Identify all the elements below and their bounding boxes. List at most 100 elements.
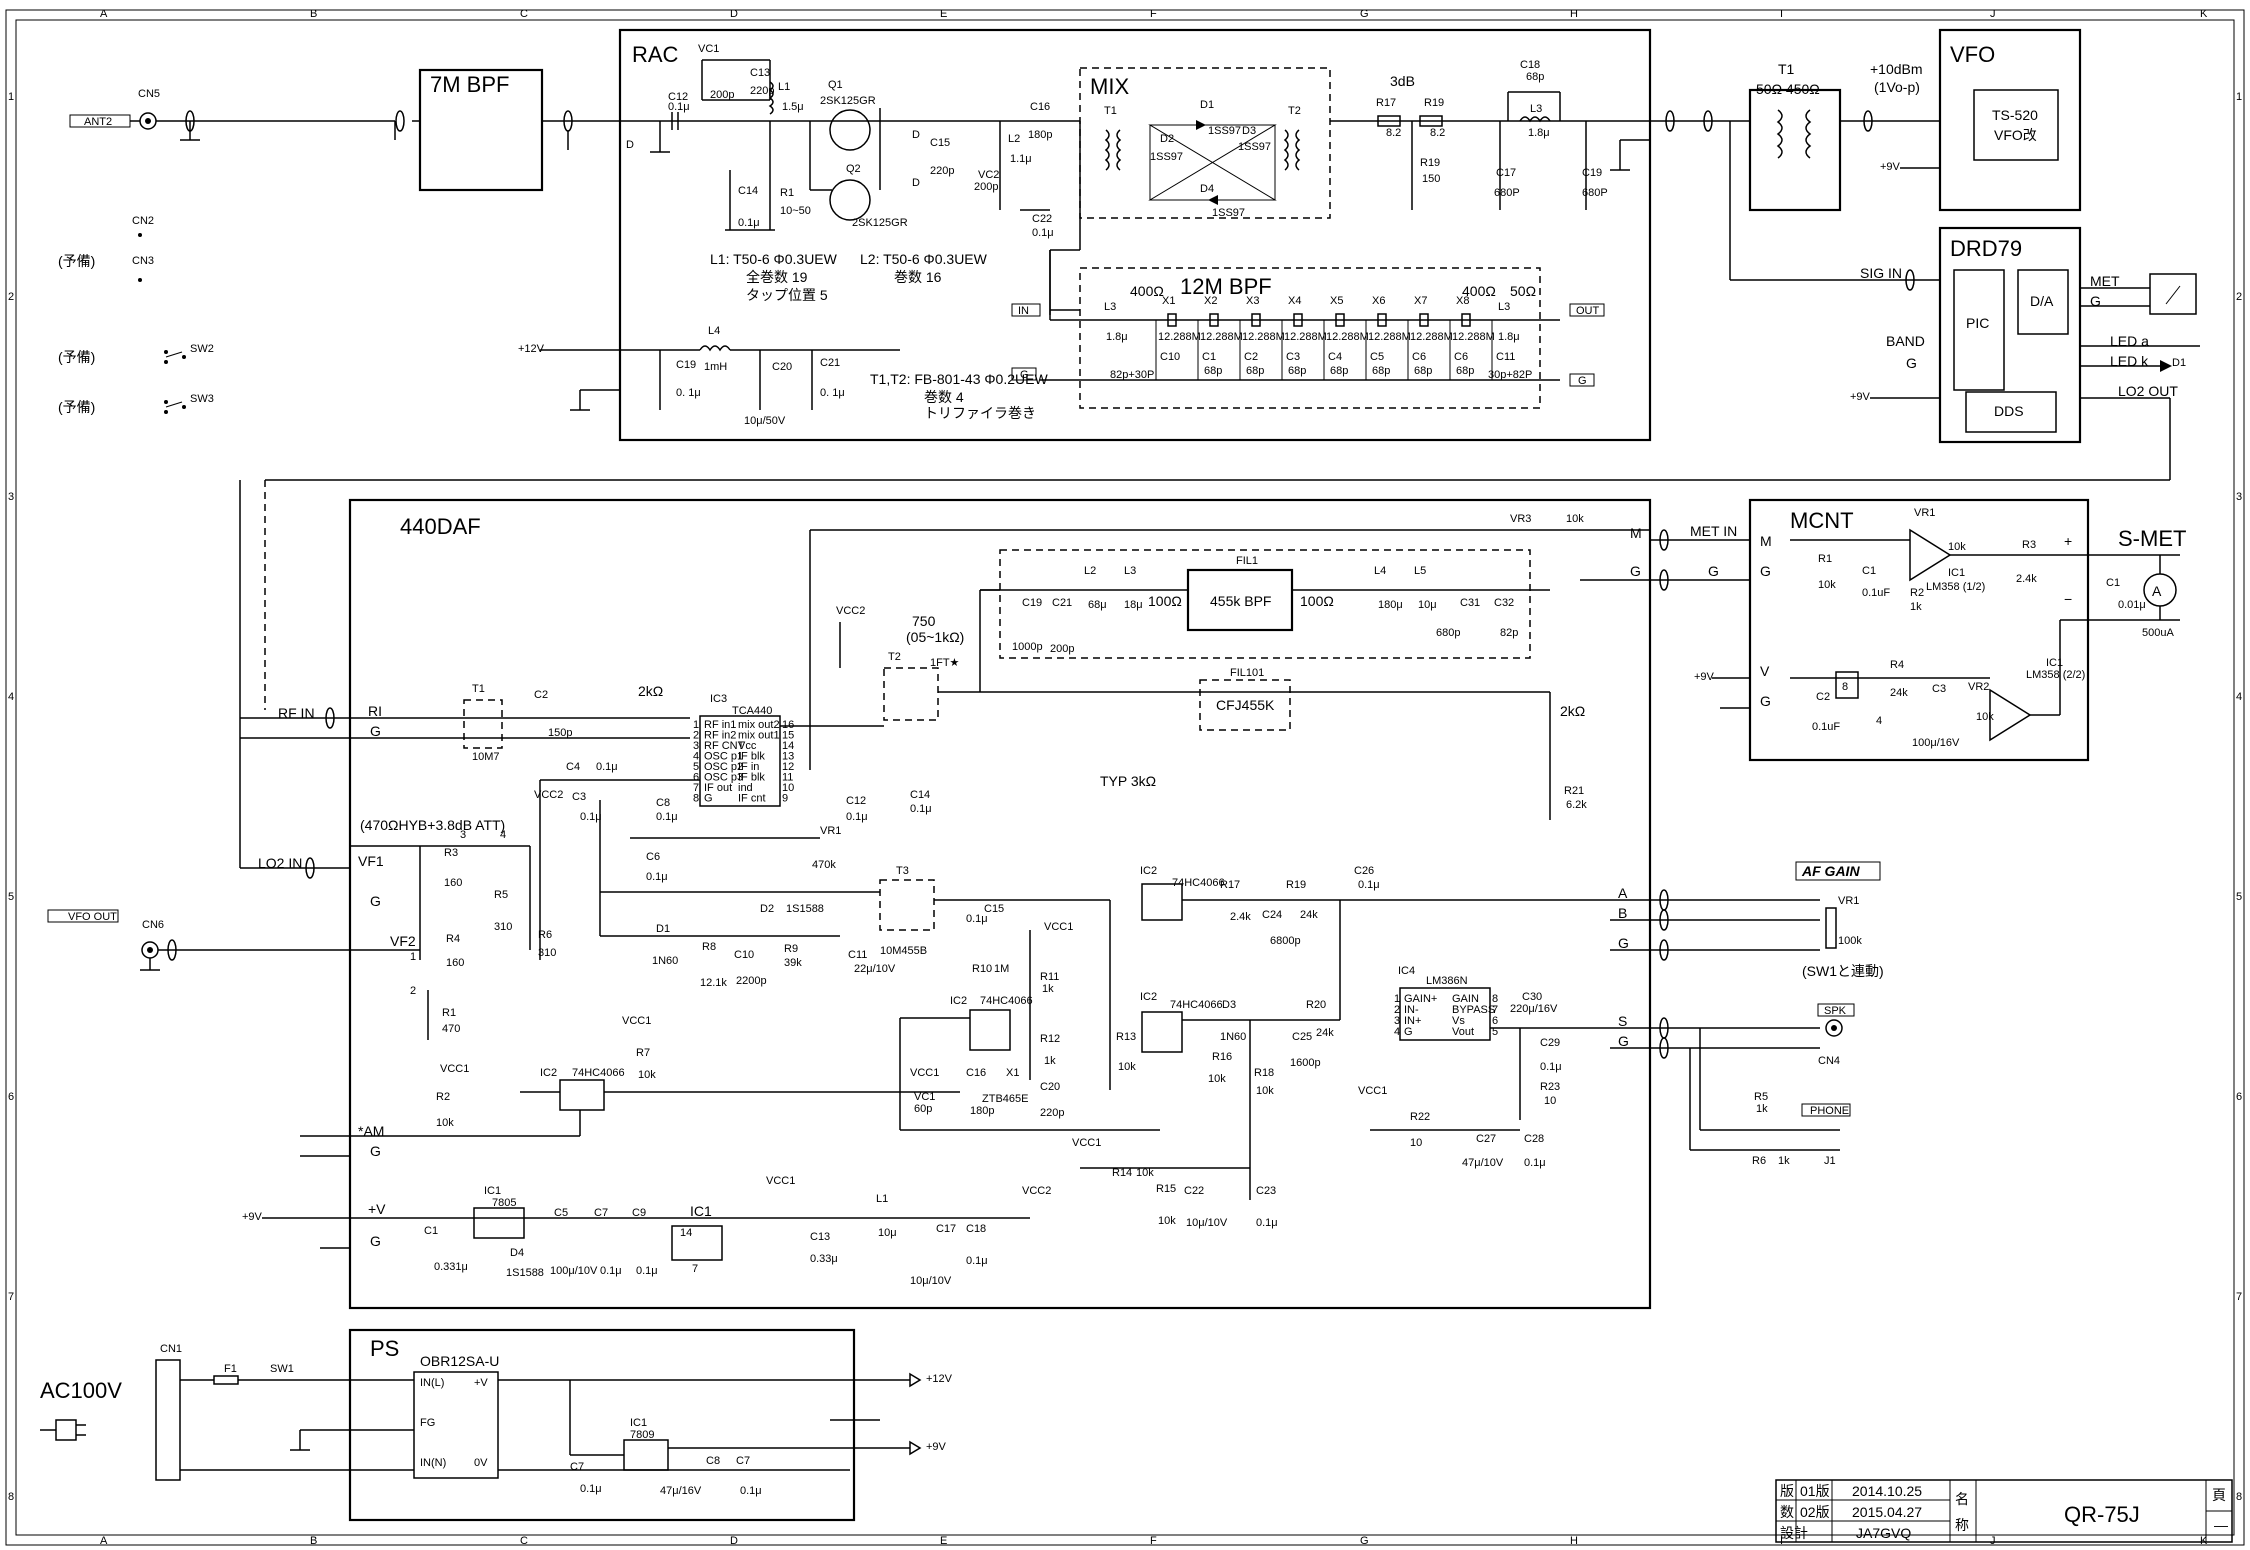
svg-text:82p+30P: 82p+30P bbox=[1110, 369, 1154, 381]
svg-text:C20: C20 bbox=[1040, 1081, 1060, 1093]
ic3-pin-number: 5 bbox=[693, 761, 699, 773]
svg-text:220p: 220p bbox=[930, 165, 954, 177]
cap-label: C11 bbox=[1496, 351, 1515, 363]
svg-text:0. 1μ: 0. 1μ bbox=[676, 387, 701, 399]
svg-text:R4: R4 bbox=[1890, 659, 1904, 671]
svg-text:D3: D3 bbox=[1242, 125, 1256, 137]
cn3-label: CN3 bbox=[132, 255, 154, 267]
svg-text:10k: 10k bbox=[638, 1069, 656, 1081]
svg-text:10k: 10k bbox=[1136, 1167, 1154, 1179]
svg-text:0.1μ: 0.1μ bbox=[1524, 1157, 1546, 1169]
svg-text:10k: 10k bbox=[436, 1117, 454, 1129]
svg-text:MET: MET bbox=[2090, 273, 2120, 289]
svg-text:C15: C15 bbox=[930, 137, 950, 149]
grid-col-label-top: H bbox=[1570, 8, 1578, 20]
svg-text:AF GAIN: AF GAIN bbox=[1801, 863, 1860, 879]
svg-text:2kΩ: 2kΩ bbox=[1560, 703, 1585, 719]
crystal-x6 bbox=[1377, 313, 1387, 327]
grid-col-label-bottom: C bbox=[520, 1535, 528, 1547]
ic3-pin-right: IF blk bbox=[738, 772, 765, 784]
svg-text:VR3: VR3 bbox=[1510, 513, 1531, 525]
svg-text:L2: T50-6 Φ0.3UEW: L2: T50-6 Φ0.3UEW bbox=[860, 251, 988, 267]
svg-text:VCC2: VCC2 bbox=[534, 789, 563, 801]
crystal-x3 bbox=[1251, 313, 1261, 327]
svg-text:VCC1: VCC1 bbox=[1072, 1137, 1101, 1149]
cn4-speaker-jack[interactable] bbox=[1825, 1019, 1843, 1037]
svg-text:0.1μ: 0.1μ bbox=[740, 1485, 762, 1497]
svg-text:1.8μ: 1.8μ bbox=[1106, 331, 1128, 343]
svg-text:3dB: 3dB bbox=[1390, 73, 1415, 89]
svg-text:IN: IN bbox=[1018, 305, 1029, 317]
svg-text:0V: 0V bbox=[474, 1457, 488, 1469]
svg-text:G: G bbox=[1618, 935, 1629, 951]
ic3-pin-left: RF in2 bbox=[704, 730, 736, 742]
rac-title: RAC bbox=[632, 42, 679, 67]
svg-text:C20: C20 bbox=[772, 361, 792, 373]
svg-text:750: 750 bbox=[912, 613, 936, 629]
grid-row-label-left: 2 bbox=[8, 291, 14, 303]
svg-text:30p+82P: 30p+82P bbox=[1488, 369, 1532, 381]
svg-text:L3: L3 bbox=[1498, 301, 1510, 313]
ic3-pin-left: OSC p1 bbox=[704, 751, 743, 763]
svg-text:D1: D1 bbox=[656, 923, 670, 935]
svg-text:CN1: CN1 bbox=[160, 1343, 182, 1355]
title-block: 版 数 01版 2014.10.25 02版 2015.04.27 設計 JA7… bbox=[1775, 1479, 2233, 1543]
left-ports: ANT2 CN5 CN2 (予備) CN3 (予備) SW2 (予備) SW3 … bbox=[47, 88, 405, 971]
svg-text:LM386N: LM386N bbox=[1426, 975, 1468, 987]
t3-455 bbox=[879, 879, 935, 931]
svg-text:0.1μ: 0.1μ bbox=[846, 811, 868, 823]
svg-text:IC2: IC2 bbox=[540, 1067, 557, 1079]
svg-text:R19: R19 bbox=[1286, 879, 1306, 891]
svg-text:A: A bbox=[1618, 885, 1628, 901]
svg-text:C14: C14 bbox=[738, 185, 758, 197]
svg-text:数: 数 bbox=[1780, 1504, 1794, 1520]
svg-text:+12V: +12V bbox=[926, 1373, 953, 1385]
svg-text:1000p: 1000p bbox=[1012, 641, 1043, 653]
svg-text:VCC1: VCC1 bbox=[1358, 1085, 1387, 1097]
svg-text:LM358 (1/2): LM358 (1/2) bbox=[1926, 581, 1985, 593]
svg-text:IC1: IC1 bbox=[630, 1417, 647, 1429]
svg-text:0.1μ: 0.1μ bbox=[1032, 227, 1054, 239]
svg-text:X1: X1 bbox=[1006, 1067, 1019, 1079]
svg-text:C12: C12 bbox=[668, 91, 688, 103]
svg-text:1S1588: 1S1588 bbox=[786, 903, 824, 915]
crystal-label: X2 bbox=[1204, 295, 1217, 307]
svg-text:C15: C15 bbox=[984, 903, 1004, 915]
svg-text:1N60: 1N60 bbox=[652, 955, 678, 967]
svg-text:C24: C24 bbox=[1262, 909, 1282, 921]
grid-row-label-right: 1 bbox=[2236, 91, 2242, 103]
svg-text:1: 1 bbox=[410, 951, 416, 963]
svg-text:470k: 470k bbox=[812, 859, 836, 871]
svg-text:60p: 60p bbox=[914, 1103, 932, 1115]
cap-value: 68p bbox=[1456, 365, 1474, 377]
svg-text:L3: L3 bbox=[1124, 565, 1136, 577]
af-gain-pot[interactable] bbox=[1825, 907, 1837, 949]
svg-text:G: G bbox=[370, 1143, 381, 1159]
ic4-pin-left: G bbox=[1404, 1026, 1413, 1038]
grid-col-label-top: C bbox=[520, 8, 528, 20]
svg-text:R3: R3 bbox=[444, 847, 458, 859]
ic4-pin-right: BYPASS bbox=[1452, 1004, 1495, 1016]
svg-text:1k: 1k bbox=[1778, 1155, 1790, 1167]
svg-text:C18: C18 bbox=[1520, 59, 1540, 71]
svg-text:1N60: 1N60 bbox=[1220, 1031, 1246, 1043]
svg-text:2SK125GR: 2SK125GR bbox=[852, 217, 908, 229]
svg-text:T3: T3 bbox=[896, 865, 909, 877]
svg-text:版: 版 bbox=[1780, 1483, 1794, 1499]
cap-value: 68p bbox=[1288, 365, 1306, 377]
crystal-ladder: X112.288MX212.288MX312.288MX412.288MX512… bbox=[1155, 295, 1515, 380]
svg-text:G: G bbox=[2090, 293, 2101, 309]
svg-text:3: 3 bbox=[460, 829, 466, 841]
svg-text:MCNT: MCNT bbox=[1790, 508, 1854, 533]
svg-text:01版: 01版 bbox=[1800, 1483, 1830, 1499]
svg-text:1SS97: 1SS97 bbox=[1150, 151, 1183, 163]
ic3-pin-right: Vcc bbox=[738, 740, 757, 752]
svg-text:470: 470 bbox=[442, 1023, 460, 1035]
svg-text:J1: J1 bbox=[1824, 1155, 1836, 1167]
svg-text:ZTB465E: ZTB465E bbox=[982, 1093, 1028, 1105]
svg-text:VCC2: VCC2 bbox=[836, 605, 865, 617]
svg-text:1.5μ: 1.5μ bbox=[782, 101, 804, 113]
svg-text:+9V: +9V bbox=[1880, 161, 1901, 173]
